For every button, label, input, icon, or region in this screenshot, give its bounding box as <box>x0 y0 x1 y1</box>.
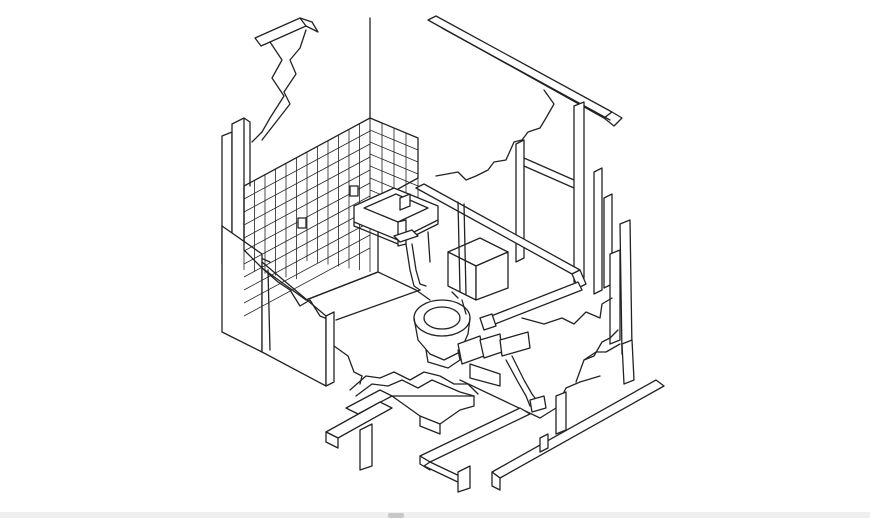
floor-joists <box>325 379 665 493</box>
tiled-wall <box>243 117 419 317</box>
bottom-scrollbar[interactable] <box>0 512 870 518</box>
plumbing <box>415 183 587 413</box>
scrollbar-thumb[interactable] <box>388 513 404 518</box>
toilet-tank <box>447 237 509 301</box>
floor <box>305 271 601 435</box>
toilet-bowl <box>413 299 471 369</box>
sink <box>353 187 439 291</box>
right-wall-frame <box>369 15 635 385</box>
left-wall <box>221 17 363 387</box>
